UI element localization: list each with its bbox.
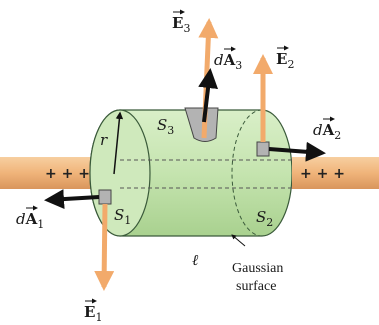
gaussian-caption-line1: Gaussian (232, 261, 283, 276)
label-s1: S1 (114, 206, 131, 227)
label-da3: dA3 (214, 46, 242, 72)
length-label: ℓ (192, 251, 198, 269)
label-e2: E2 (276, 45, 294, 71)
svg-text:dA3: dA3 (214, 51, 242, 72)
charged-rod-right (292, 157, 379, 189)
gaussian-caption-line2: surface (236, 279, 276, 294)
label-da1: dA1 (16, 205, 44, 231)
patch-s3 (184, 107, 219, 142)
area-arrow-da3 (198, 68, 219, 123)
end-cap-s2-hidden (231, 109, 263, 237)
charges-left: + + + (45, 166, 90, 182)
label-s2: S2 (256, 208, 273, 229)
svg-text:E3: E3 (172, 14, 190, 35)
svg-text:dA2: dA2 (313, 121, 341, 142)
area-arrow-da2 (268, 141, 326, 162)
charges-right: + + + (300, 166, 345, 182)
label-e3: E3 (172, 9, 190, 35)
area-arrow-da1 (44, 189, 100, 210)
radius-arrow (113, 111, 124, 175)
patch-s1 (98, 189, 112, 205)
svg-text:dA1: dA1 (16, 210, 44, 231)
svg-text:E2: E2 (276, 50, 294, 71)
svg-text:E1: E1 (84, 303, 102, 324)
label-s3: S3 (157, 116, 174, 137)
patch-s2 (256, 141, 270, 157)
gaussian-pointer (231, 234, 246, 247)
field-arrow-e1 (94, 203, 115, 291)
radius-label: r (100, 131, 108, 149)
label-e1: E1 (84, 298, 102, 324)
label-da2: dA2 (313, 116, 341, 142)
